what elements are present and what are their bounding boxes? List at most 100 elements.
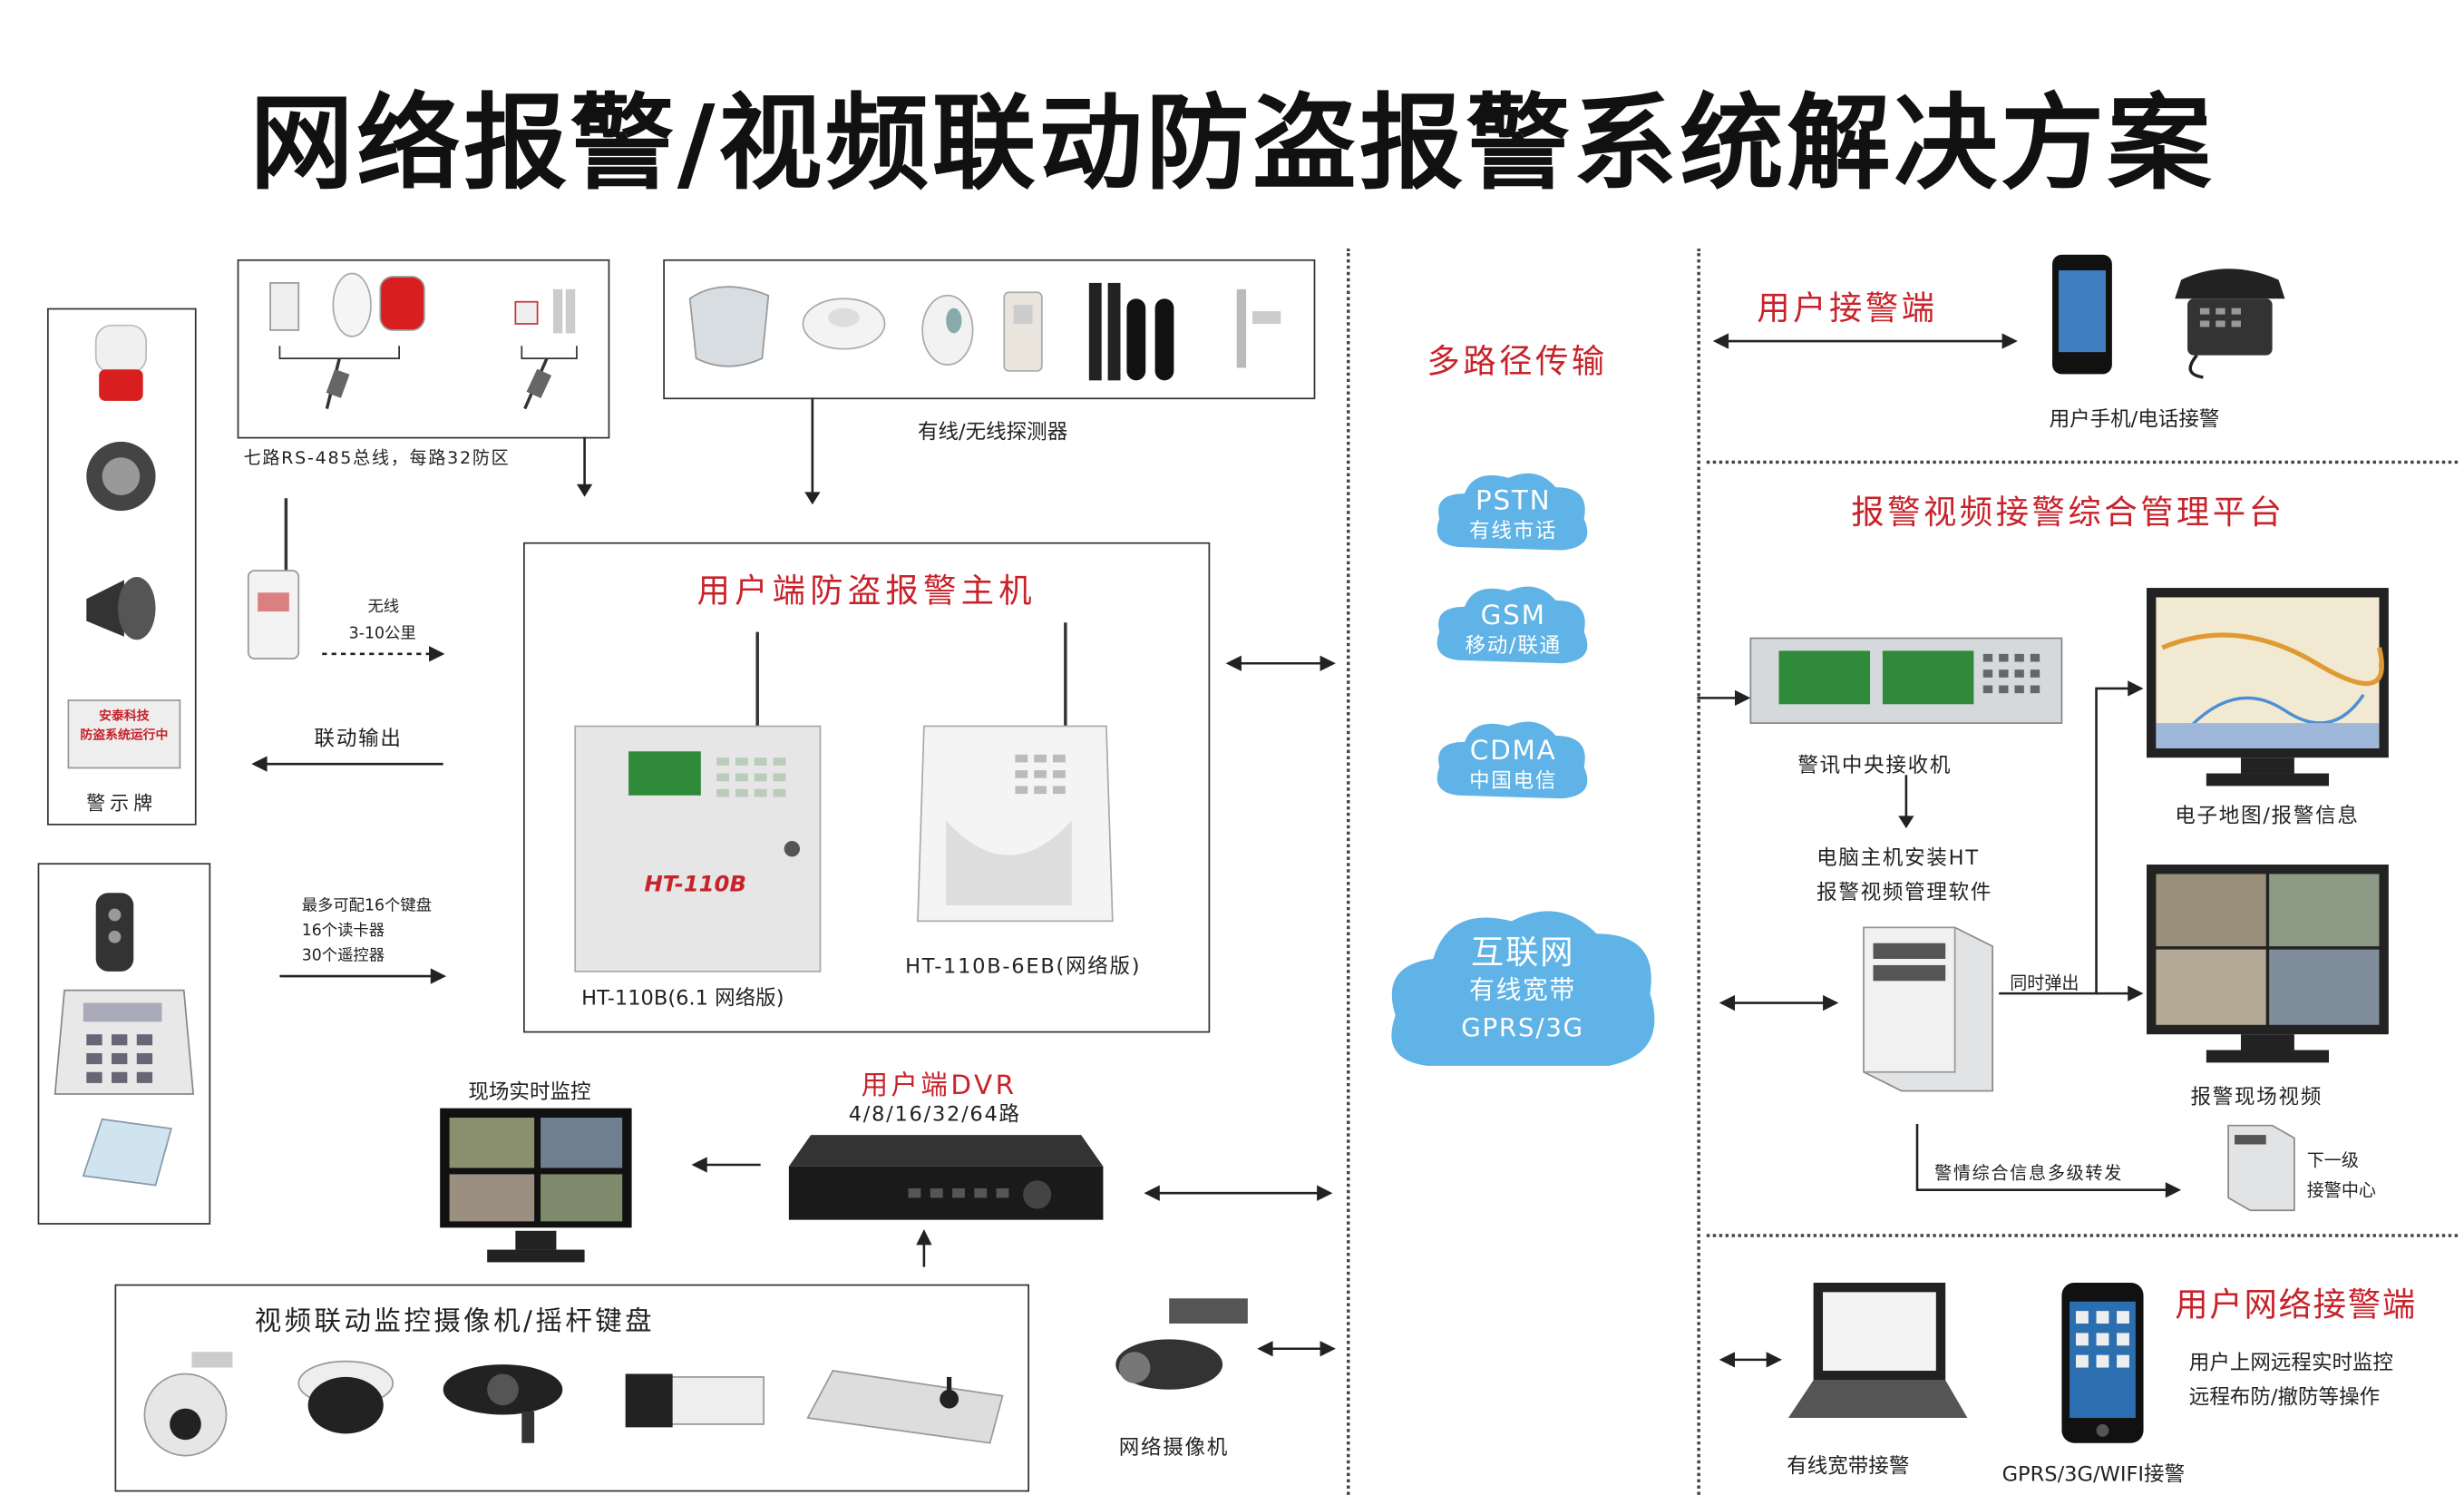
arrow-bus-to-host xyxy=(576,436,593,497)
page-title: 网络报警/视频联动防盗报警系统解决方案 xyxy=(249,83,2215,205)
popup-label: 同时弹出 xyxy=(2010,972,2079,994)
forward-label: 警情综合信息多级转发 xyxy=(1934,1163,2124,1184)
sub-center-line2: 接警中心 xyxy=(2306,1180,2376,1201)
wireless-label: 无线 xyxy=(367,599,400,617)
arrow-receiver-to-pc xyxy=(1898,775,1914,829)
laptop-label: 有线宽带接警 xyxy=(1787,1455,1910,1480)
cloud-gsm xyxy=(1437,586,1588,664)
sign-label: 警示牌 xyxy=(86,792,158,815)
smartphone-icon xyxy=(2061,1282,2144,1443)
box-camera-icon xyxy=(625,1373,765,1428)
pc-tower-icon xyxy=(1863,926,1994,1092)
cloud-pstn-name: PSTN xyxy=(1475,485,1552,518)
central-receiver-icon xyxy=(1749,637,2063,724)
dvr-title: 用户端DVR xyxy=(861,1070,1018,1102)
separator-right-top xyxy=(1706,460,2459,464)
camera-box-title: 视频联动监控摄像机/摇杆键盘 xyxy=(254,1305,656,1338)
arrow-linkage-output xyxy=(251,756,443,772)
detector-box xyxy=(663,259,1316,400)
keypad-line-3: 30个遥控器 xyxy=(301,947,385,965)
host-ht110b-6eb-panel xyxy=(917,622,1114,923)
arrow-forward xyxy=(1915,1123,2182,1198)
sub-center-pc-icon xyxy=(2227,1124,2295,1212)
cloud-internet-sub2: GPRS/3G xyxy=(1461,1011,1584,1042)
cloud-internet-sub: 有线宽带 xyxy=(1469,974,1576,1005)
sub-center-line1: 下一级 xyxy=(2306,1150,2359,1171)
platform-title: 报警视频接警综合管理平台 xyxy=(1851,493,2285,532)
mobile-phone-icon xyxy=(2052,254,2112,375)
keypad-box xyxy=(37,863,211,1225)
sign-brand: 安泰科技 xyxy=(99,708,150,724)
live-monitor-label: 现场实时监控 xyxy=(468,1081,591,1106)
phone-receiver-label: 用户手机/电话接警 xyxy=(2049,408,2220,433)
cloud-gsm-sub: 移动/联通 xyxy=(1465,635,1562,660)
keypad-icon xyxy=(54,989,195,1095)
cloud-internet xyxy=(1391,911,1655,1066)
pc-install-line1: 电脑主机安装HT xyxy=(1816,846,1980,871)
scene-video-label: 报警现场视频 xyxy=(2190,1086,2323,1110)
dome-camera-icon xyxy=(297,1360,394,1434)
cloud-cdma-sub: 中国电信 xyxy=(1469,770,1558,795)
spotlight-icon xyxy=(86,441,156,512)
camera-box: 视频联动监控摄像机/摇杆键盘 xyxy=(114,1284,1029,1492)
net-receiver-title: 用户网络接警端 xyxy=(2175,1285,2418,1324)
transmission-title: 多路径传输 xyxy=(1427,342,1608,381)
siren-icon xyxy=(94,324,148,401)
video-monitor-icon xyxy=(2147,865,2389,1063)
cloud-internet-text: 互联网 有线宽带 GPRS/3G xyxy=(1379,933,1665,1047)
arrow-dvr-transmission xyxy=(1144,1185,1333,1201)
arrow-pc-to-displays xyxy=(1999,680,2144,1002)
network-camera-icon xyxy=(1115,1298,1248,1390)
horn-speaker-icon xyxy=(86,576,156,640)
arrow-netcam-transmission xyxy=(1257,1341,1336,1357)
desk-telephone-icon xyxy=(2175,269,2285,379)
separator-right xyxy=(1697,248,1700,1495)
arrow-wireless xyxy=(322,646,445,662)
central-receiver-label: 警讯中央接收机 xyxy=(1797,754,1953,778)
wireless-range: 3-10公里 xyxy=(348,625,416,643)
cloud-pstn-text: PSTN 有线市话 xyxy=(1427,485,1600,547)
detector-label: 有线/无线探测器 xyxy=(917,421,1068,445)
warning-sign: 安泰科技 防盗系统运行中 xyxy=(67,699,181,769)
arrow-detector-to-host xyxy=(804,397,821,505)
detectors-icon xyxy=(688,282,1281,381)
dome-ptz-camera-icon xyxy=(143,1352,233,1457)
joystick-keyboard-icon xyxy=(806,1370,1004,1444)
arrow-keypad-to-host xyxy=(279,968,447,984)
arrow-host-transmission xyxy=(1225,655,1336,671)
alarm-host-box: 用户端防盗报警主机 HT-110B HT-110B(6.1 网络版) HT-11… xyxy=(523,542,1211,1033)
network-camera-label: 网络摄像机 xyxy=(1118,1436,1230,1461)
bus-detectors-icon xyxy=(269,272,578,410)
map-monitor-icon xyxy=(2147,588,2389,787)
host-ht110b-panel xyxy=(574,631,822,972)
cloud-pstn xyxy=(1437,473,1588,551)
dvr-icon xyxy=(788,1135,1104,1220)
net-line2: 远程布防/撤防等操作 xyxy=(2188,1386,2381,1411)
arrow-platform-in xyxy=(1697,689,1751,707)
linkage-output-label: 联动输出 xyxy=(314,728,403,752)
card-reader-icon xyxy=(82,1118,172,1187)
arrow-user-receiver xyxy=(1712,333,2018,349)
sign-text: 防盗系统运行中 xyxy=(80,728,169,742)
siren-sign-box: 安泰科技 防盗系统运行中 警示牌 xyxy=(46,308,197,826)
net-line1: 用户上网远程实时监控 xyxy=(2188,1352,2394,1376)
user-receiver-title: 用户接警端 xyxy=(1757,288,1938,327)
cloud-gsm-text: GSM 移动/联通 xyxy=(1427,600,1600,662)
separator-left xyxy=(1347,248,1350,1495)
bus-label: 七路RS-485总线，每路32防区 xyxy=(243,447,511,469)
cloud-pstn-sub: 有线市话 xyxy=(1469,520,1558,544)
pc-install-line2: 报警视频管理软件 xyxy=(1816,882,1993,906)
arrow-dvr-to-monitor xyxy=(691,1157,761,1173)
cloud-internet-name: 互联网 xyxy=(1470,933,1575,972)
laptop-icon xyxy=(1787,1282,1968,1418)
mobile-net-label: GPRS/3G/WIFI接警 xyxy=(2001,1463,2186,1488)
host-ht110b-logo: HT-110B xyxy=(644,872,746,898)
host-model-b-label: HT-110B-6EB(网络版) xyxy=(905,955,1142,980)
cloud-cdma xyxy=(1437,721,1588,799)
arrow-cameras-to-dvr xyxy=(916,1229,932,1267)
arrow-net-receiver xyxy=(1719,1352,1782,1368)
cloud-cdma-name: CDMA xyxy=(1469,735,1557,767)
cloud-gsm-name: GSM xyxy=(1480,600,1546,632)
remote-control-icon xyxy=(95,893,134,972)
